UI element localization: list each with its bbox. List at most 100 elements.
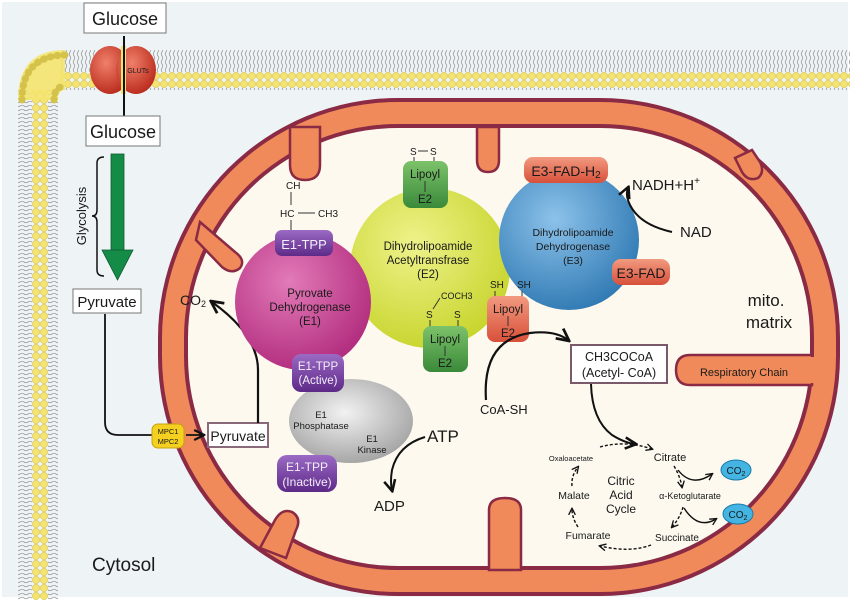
glycolysis-arrow: [101, 153, 134, 281]
pyruvate-matrix-box: Pyruvate: [207, 422, 269, 448]
pyruvate-cytosol-label: Pyruvate: [77, 294, 136, 311]
e1-tpp-inactive-label-1: E1-TPP: [286, 460, 328, 474]
adp-label: ADP: [374, 498, 405, 515]
lipoyl-reduced-label: Lipoyl: [493, 304, 523, 316]
citric-acid-cycle: Citric Acid Cycle Oxaloacetate Citrate α…: [549, 443, 721, 549]
co2-cloud-1: CO2: [720, 459, 752, 481]
co2-e1-label: CO2: [180, 292, 206, 309]
lipoyl-top-label: Lipoyl: [410, 169, 440, 181]
tca-citrate: Citrate: [654, 452, 686, 464]
lipoyl-top-s2: S: [430, 147, 437, 158]
lipoyl-acetyl: COCH3 S S Lipoyl E2: [423, 291, 473, 372]
kinase-label-1: E1: [366, 434, 378, 445]
lipoyl-acetyl-label: Lipoyl: [430, 334, 460, 346]
acetylcoa-to-tca-arrow: [590, 383, 635, 444]
tca-arrow-oaa-citrate: [599, 443, 652, 449]
tca-arrow-fumarate-malate: [572, 509, 579, 528]
kinase-label-2: Kinase: [357, 445, 386, 456]
glucose-outside-box: Glucose: [83, 2, 167, 34]
e3-fad-label: E3-FAD: [616, 265, 665, 281]
glucose-inside-box: Glucose: [85, 115, 161, 147]
cristae: [194, 125, 814, 572]
nadh-label: NADH+H+: [632, 176, 700, 194]
e2-name-1: Dihydrolipoamide: [384, 241, 473, 253]
tca-arrow-succinate-fumarate: [600, 545, 652, 549]
pyruvate-matrix-label: Pyruvate: [210, 428, 265, 444]
nad-label: NAD: [680, 224, 712, 241]
lipoyl-acetyl-s2: S: [454, 310, 461, 321]
e3-fad-h2-badge: E3-FAD-H2: [524, 157, 608, 183]
mpc1-label: MPC1: [158, 427, 179, 436]
substrate-ch: CH: [286, 181, 300, 192]
tca-co2-arrow-1: [677, 469, 712, 481]
cytosol-label: Cytosol: [92, 555, 155, 576]
acetyl-coa-box: CH3COCoA (Acetyl- CoA): [570, 344, 668, 384]
tca-alpha-kg: α-Ketoglutarate: [659, 491, 721, 501]
cell-membrane: [18, 50, 850, 600]
lipoyl-top-e2: E2: [418, 194, 432, 206]
glucose-inside-label: Glucose: [90, 122, 156, 142]
acetyl-coa-label-2: (Acetyl- CoA): [582, 366, 656, 380]
e1-name-1: Pyrovate: [287, 288, 332, 300]
pyruvate-transport-line: [104, 314, 152, 436]
tca-fumarate: Fumarate: [566, 530, 611, 542]
tca-arrow-malate-oaa: [571, 467, 578, 487]
e3-fad-h2-label: E3-FAD-H2: [531, 163, 601, 181]
membrane-corner: [18, 50, 65, 100]
membrane-top: [60, 50, 850, 90]
mpc2-label: MPC2: [158, 437, 179, 446]
atp-to-adp-arrow: [391, 436, 426, 490]
phosphatase-label-1: E1: [315, 410, 327, 421]
e2-enzyme: Dihydrolipoamide Acetyltransfrase (E2): [350, 188, 510, 348]
coa-sh-label: CoA-SH: [480, 402, 528, 417]
lipoyl-coch3: COCH3: [441, 291, 473, 301]
mpc-transporter: MPC1 MPC2: [151, 423, 185, 449]
e2-name-3: (E2): [417, 269, 439, 281]
mito-matrix-label-2: matrix: [746, 313, 793, 332]
tca-arrow-citrate-akg: [673, 465, 682, 487]
e3-name-2: Dehydrogenase: [536, 241, 610, 253]
substrate-ch3: CH3: [318, 209, 338, 220]
co2-cloud-2: CO2: [722, 503, 754, 525]
pyruvate-cytosol-box: Pyruvate: [72, 288, 142, 314]
lipoyl-top: S S Lipoyl E2: [403, 147, 448, 208]
glut-label: GLUTs: [127, 68, 149, 75]
membrane-left: [18, 90, 58, 600]
e1-tpp-active-label-2: (Active): [299, 375, 338, 387]
e1-tpp-top-badge: E1-TPP: [275, 230, 333, 256]
lipoyl-acetyl-s1: S: [426, 310, 433, 321]
nad-to-nadh-arrow: [627, 188, 673, 233]
lipoyl-sh1: SH: [490, 280, 504, 291]
tca-center-3: Cycle: [606, 502, 636, 516]
e3-fad-badge: E3-FAD: [612, 259, 670, 285]
lipoyl-acetyl-e2: E2: [438, 358, 452, 370]
tca-succinate: Succinate: [655, 533, 699, 544]
glucose-outside-label: Glucose: [92, 9, 158, 29]
e3-enzyme: Dihydrolipoamide Dehydrogenase (E3): [499, 170, 639, 310]
substrate-hc: HC: [280, 209, 294, 220]
co2-cloud-2-label: CO2: [729, 510, 748, 522]
mito-matrix-label-1: mito.: [748, 291, 785, 310]
tca-malate: Malate: [558, 490, 590, 502]
phosphatase-label-2: Phosphatase: [293, 421, 348, 432]
tca-center-1: Citric: [607, 474, 634, 488]
e1-name-3: (E1): [299, 316, 321, 328]
e1-tpp-inactive-badge: E1-TPP (Inactive): [277, 455, 337, 492]
e1-tpp-active-badge: E1-TPP (Active): [292, 354, 344, 392]
e1-enzyme: Pyrovate Dehydrogenase (E1): [235, 234, 371, 370]
e1-name-2: Dehydrogenase: [269, 302, 350, 314]
tca-oxaloacetate: Oxaloacetate: [549, 454, 593, 463]
lipoyl-reduced-e2: E2: [501, 328, 515, 340]
e1-tpp-top-label: E1-TPP: [281, 237, 327, 252]
lipoyl-top-s1: S: [410, 147, 417, 158]
e3-name-1: Dihydrolipoamide: [532, 227, 613, 239]
atp-label: ATP: [427, 427, 459, 446]
tca-center-2: Acid: [609, 488, 632, 502]
tca-co2-arrow-2: [683, 507, 716, 523]
e1-tpp-active-label-1: E1-TPP: [298, 361, 339, 373]
tca-arrow-akg-succinate: [672, 506, 684, 527]
e1-phosphatase-kinase: E1 Phosphatase E1 Kinase: [289, 379, 413, 463]
co2-cloud-1-label: CO2: [727, 466, 746, 478]
coa-to-acetylcoa-arrow: [484, 332, 568, 401]
